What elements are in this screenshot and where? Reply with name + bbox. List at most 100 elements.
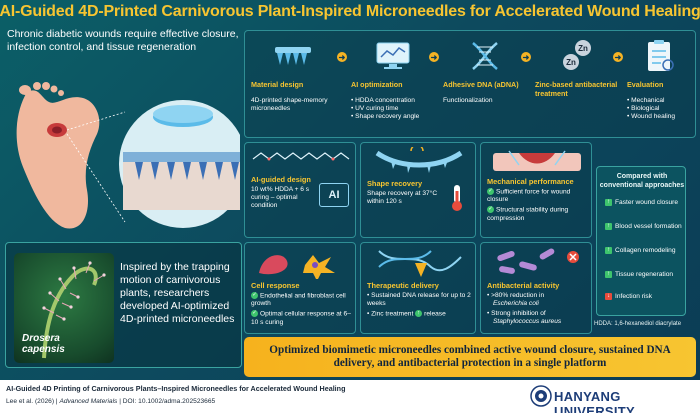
list-item-text: Staphylococcus aureus [493,318,562,325]
step-bullet: Mechanical [627,97,700,105]
step-body: HDDA concentration UV curing time Shape … [349,97,439,121]
process-flow: Material design 4D-printed shape-memory … [244,30,696,138]
hdda-note: HDDA: 1,6-hexanediol diacrylate [594,321,682,327]
bullet-icon: • [487,292,492,299]
list-item: • Zinc treatment ↑release [367,310,473,318]
comparison-item: ↑Tissue regeneration [605,271,685,279]
comparison-item-text: Collagen remodeling [615,247,676,254]
panel-list: • Sustained DNA release for up to 2 week… [367,292,473,318]
up-arrow-icon: ↑ [605,247,612,254]
shape-recovery-icon [375,147,463,173]
list-item-text: Strong inhibition of [491,310,546,317]
flow-arrow-icon: ➜ [429,52,439,62]
comparison-item: ↑Faster wound closure [605,199,685,207]
page-title: AI-Guided 4D-Printed Carnivorous Plant-I… [0,3,700,20]
comparison-item: ↑Collagen remodeling [605,247,685,255]
panel-list: ✓Sufficient force for wound closure ✓Str… [487,188,589,223]
step-evaluation: Evaluation Mechanical Biological Wound h… [625,31,695,139]
up-arrow-icon: ↑ [605,271,612,278]
comparison-item-text: Faster wound closure [615,199,679,206]
dna-icon [472,42,498,70]
panel-shape-recovery: Shape recovery Shape recovery at 37°C wi… [360,142,476,238]
up-icon: ↑ [415,310,423,317]
panel-title: Cell response [251,281,300,290]
inspiration-panel: Drosera capensis Inspired by the trappin… [5,242,242,368]
footer-separator: | [119,398,121,405]
comparison-item: ↑Blood vessel formation [605,223,685,231]
list-item-text: Sufficient force for wound closure [487,188,571,204]
university-name: HANYANG UNIVERSITY [554,389,636,413]
check-icon: ✓ [251,292,258,299]
panel-text: 10 wt% HDDA + 6 s curing – optimal condi… [251,186,310,209]
step-title: Zinc-based antibacterial treatment [535,80,618,98]
step-bullet: UV curing time [351,105,439,113]
flow-arrow-icon: ➜ [613,52,623,62]
bullet-icon: • [367,292,372,299]
up-arrow-icon: ↑ [605,223,612,230]
microneedle-icon [275,47,311,65]
list-item: ✓Optimal cellular response at 6–10 s cur… [251,310,353,326]
step-zinc: Zn Zn Zinc-based antibacterial treatment [533,31,621,139]
up-arrow-icon: ↑ [605,199,612,206]
down-arrow-icon: ↓ [605,293,612,300]
drosera-image: Drosera capensis [14,253,114,363]
bullet-icon: • [367,310,372,318]
footer-separator: | [55,398,58,405]
step-body: Functionalization [441,97,531,105]
footer-citation-title: AI-Guided 4D Printing of Carnivorous Pla… [6,384,346,393]
monitor-icon [376,42,410,69]
inspired-text: Inspired by the trapping motion of carni… [120,261,235,325]
list-item-text: release [424,310,446,318]
list-item-text: Sustained DNA release for up to 2 weeks [367,292,471,307]
step-title: Material design [251,80,304,89]
check-icon: ✓ [487,206,494,214]
check-icon: ✓ [487,188,494,195]
panel-title: AI-guided design [251,175,311,184]
step-bullet: HDDA concentration [351,97,439,105]
list-item-text: Zinc treatment [371,310,414,318]
conclusion-banner: Optimized biomimetic microneedles combin… [244,337,696,377]
ai-chip-icon: AI [319,183,349,207]
clipboard-icon [648,40,674,71]
thermometer-icon [452,185,462,211]
list-item-text: Endothelial and fibroblast cell growth [251,292,346,308]
list-item-text: >80% reduction in [491,292,545,299]
list-item-text: Escherichia coli [493,300,539,307]
university-logo-icon [530,385,552,407]
dna-release-icon [378,250,462,277]
step-ai-optimization: AI optimization HDDA concentration UV cu… [349,31,437,139]
step-bullet: Shape recovery angle [351,113,439,121]
step-body-line: 4D-printed shape-memory microneedles [251,97,328,112]
footer-doi: DOI: 10.1002/adma.202523665 [122,398,216,405]
panel-ai-design: AI-guided design 10 wt% HDDA + 6 s curin… [244,142,356,238]
step-body: 4D-printed shape-memory microneedles [249,97,339,113]
footer-reference: Lee et al. (2026) | Advanced Materials |… [6,398,215,405]
comparison-item-text: Tissue regeneration [615,271,674,278]
comparison-panel: Compared with conventional approaches ↑F… [596,166,686,316]
drosera-label: Drosera capensis [22,333,65,355]
panel-title: Shape recovery [367,179,423,188]
zinc-icon: Zn Zn [563,40,591,70]
step-body-line: Functionalization [443,97,493,104]
list-item: ✓Endothelial and fibroblast cell growth [251,292,353,308]
zn-label: Zn [566,58,576,67]
list-item-text: Optimal cellular response at 6–10 s curi… [251,310,351,326]
foot-illustration [5,72,247,232]
panel-therapeutic: Therapeutic delivery • Sustained DNA rel… [360,242,476,334]
list-item: ✓Structural stability during compression [487,206,589,222]
panel-antibacterial: Antibacterial activity • >80% reduction … [480,242,592,334]
panel-title: Mechanical performance [487,177,574,186]
panel-mechanical: Mechanical performance ✓Sufficient force… [480,142,592,238]
comparison-item: ↓Infection risk [605,293,685,301]
intro-text: Chronic diabetic wounds require effectiv… [7,28,239,53]
step-bullet: Biological [627,105,700,113]
panel-title: Antibacterial activity [487,281,560,290]
panel-cell-response: Cell response ✓Endothelial and fibroblas… [244,242,356,334]
footer-journal: Advanced Materials [59,398,118,405]
drosera-genus: Drosera [22,333,60,344]
comparison-item-text: Infection risk [615,293,653,300]
step-material-design: Material design 4D-printed shape-memory … [249,31,337,139]
